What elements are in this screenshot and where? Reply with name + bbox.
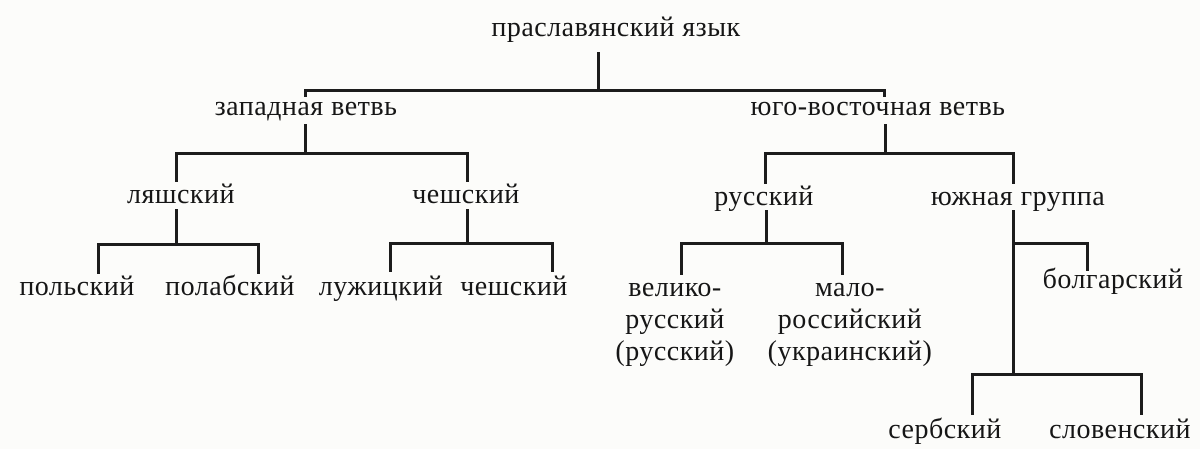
node-proto-slavic-label: праславянский язык	[491, 12, 741, 43]
edge-bulgarian-horizontal	[1012, 242, 1089, 245]
node-western-branch-label: западная ветвь	[214, 91, 398, 122]
node-great-russian-label-line-2: русский	[625, 303, 725, 335]
node-czech-label: чешский	[460, 271, 568, 302]
node-little-russian: мало-российский(украинский)	[768, 272, 933, 368]
node-czech-group-label: чешский	[412, 179, 520, 210]
node-serbian-label: сербский	[888, 414, 1002, 445]
edge-southeastern-stem	[884, 124, 887, 155]
node-polish-label: польский	[19, 271, 135, 302]
node-southern-group: южная группа	[931, 181, 1105, 213]
node-polish: польский	[19, 271, 134, 303]
node-great-russian-label-line-3: (русский)	[615, 335, 735, 367]
node-southeastern-branch-label: юго-восточная ветвь	[750, 91, 1006, 122]
node-great-russian: велико-русский(русский)	[615, 272, 734, 368]
edge-southeastern-tick	[883, 89, 886, 97]
edge-russian-horizontal	[680, 242, 844, 245]
node-little-russian-label-line-3: (украинский)	[767, 335, 933, 367]
node-slovenian: словенский	[1049, 414, 1191, 446]
node-lusatian-label: лужицкий	[318, 271, 444, 302]
edge-southeastern-horizontal	[764, 152, 1015, 155]
node-czech-group: чешский	[412, 179, 520, 211]
node-little-russian-label-line-2: российский	[777, 303, 923, 335]
edge-russian-group-stem	[765, 210, 768, 245]
edge-top-horizontal	[304, 89, 886, 92]
edge-lusatian-drop	[389, 242, 392, 272]
node-western-branch: западная ветвь	[215, 91, 398, 123]
node-slovenian-label: словенский	[1049, 414, 1191, 445]
edge-czech-group-drop	[466, 152, 469, 182]
edge-polish-drop	[97, 243, 100, 274]
edge-lechitic-drop	[175, 152, 178, 182]
edge-western-tick	[304, 89, 307, 97]
node-serbian: сербский	[888, 414, 1001, 446]
node-lechitic-label: ляшский	[127, 179, 235, 210]
edge-slovenian-drop	[1140, 373, 1143, 415]
edge-czech-drop	[551, 242, 554, 272]
node-russian-group-label: русский	[714, 181, 814, 212]
edge-great-russian-drop	[680, 242, 683, 275]
node-bulgarian-label: болгарский	[1042, 264, 1184, 295]
node-lechitic: ляшский	[127, 179, 235, 211]
node-proto-slavic: праславянский язык	[491, 12, 740, 44]
node-polabian-label: полабский	[165, 271, 295, 302]
edge-root-stem	[597, 52, 600, 92]
node-russian-group: русский	[714, 181, 814, 213]
node-little-russian-label-line-1: мало-	[815, 272, 885, 303]
edge-southern-horizontal	[971, 373, 1143, 376]
edge-czech-horizontal	[389, 242, 554, 245]
node-lusatian: лужицкий	[319, 271, 444, 303]
node-southeastern-branch: юго-восточная ветвь	[751, 91, 1006, 123]
edge-western-horizontal	[175, 152, 469, 155]
edge-lechitic-stem	[175, 209, 178, 246]
node-czech: чешский	[460, 271, 568, 303]
node-great-russian-label-line-1: велико-	[628, 272, 722, 303]
edge-russian-group-drop	[764, 152, 767, 184]
edge-bulgarian-drop	[1086, 242, 1089, 271]
edge-western-stem	[304, 124, 307, 155]
edge-southern-group-stem	[1012, 210, 1015, 376]
edge-czech-group-stem	[466, 209, 469, 245]
edge-lechitic-horizontal	[97, 243, 260, 246]
edge-serbian-drop	[971, 373, 974, 415]
edge-little-russian-drop	[841, 242, 844, 275]
node-southern-group-label: южная группа	[930, 181, 1106, 212]
edge-southern-group-drop	[1012, 152, 1015, 184]
node-polabian: полабский	[165, 271, 295, 303]
node-bulgarian: болгарский	[1043, 264, 1184, 296]
edge-polabian-drop	[257, 243, 260, 274]
